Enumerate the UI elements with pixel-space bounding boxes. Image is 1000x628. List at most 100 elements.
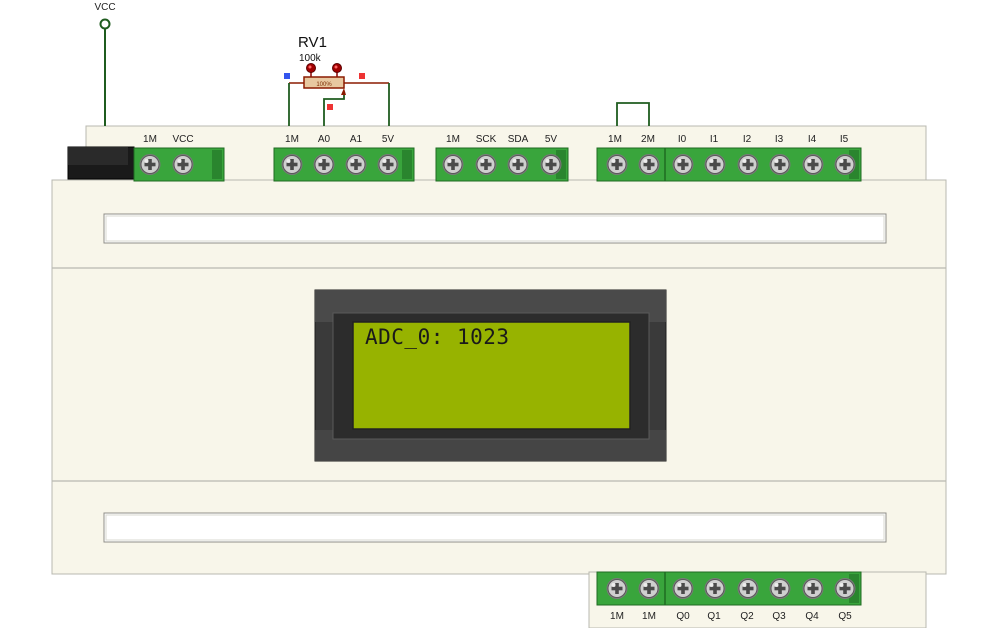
screw-terminal[interactable] xyxy=(638,154,660,175)
screw-terminal[interactable] xyxy=(172,154,194,175)
pin-label: 1M xyxy=(608,134,622,145)
jumper-wire[interactable] xyxy=(616,102,650,126)
screw-slot xyxy=(746,583,750,594)
screw-highlight xyxy=(643,583,648,587)
screw-slot xyxy=(681,583,685,594)
lcd-screen xyxy=(352,321,631,430)
marker-red xyxy=(327,104,333,110)
pin-label: Q4 xyxy=(805,611,819,622)
pin-label: VCC xyxy=(172,134,193,145)
screw-slot xyxy=(778,583,782,594)
pin-label: 1M xyxy=(610,611,624,622)
label-slot-upper-inner xyxy=(105,215,885,242)
screw-highlight xyxy=(480,159,485,163)
screw-highlight xyxy=(774,159,779,163)
pin-label: Q2 xyxy=(740,611,754,622)
pot-resistor-body[interactable] xyxy=(303,76,345,89)
component-value: 100k xyxy=(299,53,322,64)
screw-highlight xyxy=(512,159,517,163)
screw-terminal[interactable] xyxy=(834,578,856,599)
lcd-display: ADC_0: 1023 xyxy=(314,289,667,462)
screw-terminal[interactable] xyxy=(507,154,529,175)
screw-terminal[interactable] xyxy=(606,578,628,599)
screw-terminal[interactable] xyxy=(737,154,759,175)
terminal-block-shadow xyxy=(212,150,222,179)
screw-slot xyxy=(746,159,750,170)
pin-label: Q0 xyxy=(676,611,690,622)
screw-terminal[interactable] xyxy=(737,578,759,599)
screw-highlight xyxy=(318,159,323,163)
screw-terminal[interactable] xyxy=(769,154,791,175)
screw-slot xyxy=(549,159,553,170)
screw-terminal[interactable] xyxy=(377,154,399,175)
screw-terminal[interactable] xyxy=(802,578,824,599)
screw-highlight xyxy=(839,583,844,587)
pin-label: A1 xyxy=(350,134,363,145)
screw-terminal[interactable] xyxy=(313,154,335,175)
pin-labels-outputs: 1M 1M Q0 Q1 Q2 Q3 Q4 Q5 xyxy=(610,611,852,622)
screw-highlight xyxy=(447,159,452,163)
screw-terminal[interactable] xyxy=(345,154,367,175)
pin-label: 1M xyxy=(143,134,157,145)
screw-highlight xyxy=(742,159,747,163)
pin-label: SCK xyxy=(476,134,497,145)
screw-terminal[interactable] xyxy=(638,578,660,599)
screw-terminal[interactable] xyxy=(442,154,464,175)
screw-slot xyxy=(386,159,390,170)
screw-highlight xyxy=(382,159,387,163)
pot-knob-highlight xyxy=(334,65,338,69)
pin-label: I2 xyxy=(743,134,752,145)
jumper-wire-1m-2m[interactable] xyxy=(616,102,650,126)
vcc-terminal-circle[interactable] xyxy=(99,18,111,30)
screw-terminal[interactable] xyxy=(606,154,628,175)
vcc-power-terminal[interactable]: VCC xyxy=(94,2,116,126)
pin-label: Q1 xyxy=(707,611,721,622)
lcd-line-1: ADC_0: 1023 xyxy=(365,325,510,349)
pin-label: I0 xyxy=(678,134,687,145)
screw-slot xyxy=(615,583,619,594)
screw-highlight xyxy=(144,159,149,163)
marker-blue xyxy=(284,73,290,79)
screw-highlight xyxy=(545,159,550,163)
screw-highlight xyxy=(177,159,182,163)
label-slot-lower xyxy=(103,512,887,543)
label-slot-lower-inner xyxy=(105,514,885,541)
pot-wiper-arrow xyxy=(341,88,346,95)
screw-terminal[interactable] xyxy=(540,154,562,175)
screw-slot xyxy=(811,583,815,594)
screw-slot xyxy=(354,159,358,170)
screw-terminal[interactable] xyxy=(672,154,694,175)
pin-label: 5V xyxy=(545,134,558,145)
screw-terminal[interactable] xyxy=(672,578,694,599)
power-jack-top xyxy=(68,147,128,165)
screw-slot xyxy=(322,159,326,170)
vcc-label: VCC xyxy=(94,2,115,13)
screw-highlight xyxy=(709,583,714,587)
screw-terminal[interactable] xyxy=(139,154,161,175)
screw-highlight xyxy=(709,159,714,163)
screw-terminal[interactable] xyxy=(802,154,824,175)
pin-label: SDA xyxy=(508,134,529,145)
screw-slot xyxy=(181,159,185,170)
screw-highlight xyxy=(807,583,812,587)
screw-slot xyxy=(484,159,488,170)
screw-terminal[interactable] xyxy=(769,578,791,599)
pot-wiper-value: 100% xyxy=(316,82,332,88)
pin-label: A0 xyxy=(318,134,331,145)
screw-terminal[interactable] xyxy=(281,154,303,175)
screw-slot xyxy=(843,159,847,170)
pot-wires[interactable] xyxy=(288,83,390,126)
pin-labels-analog: 1M A0 A1 5V xyxy=(285,134,394,145)
screw-terminal[interactable] xyxy=(704,154,726,175)
screw-terminal[interactable] xyxy=(475,154,497,175)
screw-terminal[interactable] xyxy=(834,154,856,175)
pin-label: 5V xyxy=(382,134,395,145)
screw-slot xyxy=(681,159,685,170)
potentiometer-rv1[interactable]: RV1 100k 100% xyxy=(284,34,389,126)
pin-label: 1M xyxy=(446,134,460,145)
marker-red xyxy=(359,73,365,79)
pin-labels-i2c: 1M SCK SDA 5V xyxy=(446,134,557,145)
screw-slot xyxy=(290,159,294,170)
pin-label: Q3 xyxy=(772,611,786,622)
screw-terminal[interactable] xyxy=(704,578,726,599)
